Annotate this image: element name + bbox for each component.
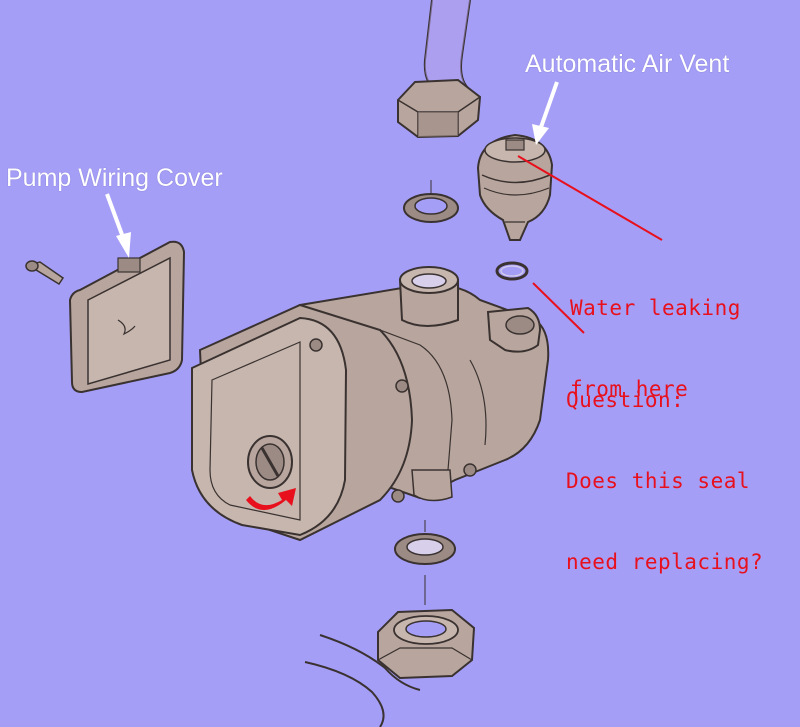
question-line-3: need replacing? [566, 550, 764, 574]
upper-pipe-body [424, 0, 470, 92]
lower-pipe [304, 634, 421, 727]
water-leak-callout-line [517, 155, 663, 241]
rotation-arrow-icon [246, 488, 296, 510]
upper-washer [403, 180, 459, 223]
upper-nut [397, 78, 482, 139]
water-leak-line-2: from here [570, 377, 689, 401]
pump-motor-body [191, 266, 550, 542]
lower-washer [394, 520, 456, 565]
water-leak-line-1: Water leaking [570, 296, 741, 320]
wiring-cover-pointer-arrow [105, 193, 131, 258]
wiring-cover-screw [25, 260, 65, 286]
lower-nut [377, 575, 476, 680]
question-line-2: Does this seal [566, 469, 751, 493]
seal-question-callout-line [532, 282, 585, 334]
wiring-cover-label: Pump Wiring Cover [6, 164, 223, 192]
air-vent-part [476, 133, 554, 241]
seal-question-annotation: Question: Does this seal need replacing? [566, 333, 763, 603]
water-leak-annotation: Water leaking from here [570, 241, 741, 430]
question-line-1: Question: [566, 388, 685, 412]
wiring-cover-part [68, 240, 186, 394]
air-vent-label: Automatic Air Vent [525, 50, 730, 78]
air-vent-pointer-arrow [532, 81, 559, 145]
air-vent-seal [495, 261, 529, 281]
